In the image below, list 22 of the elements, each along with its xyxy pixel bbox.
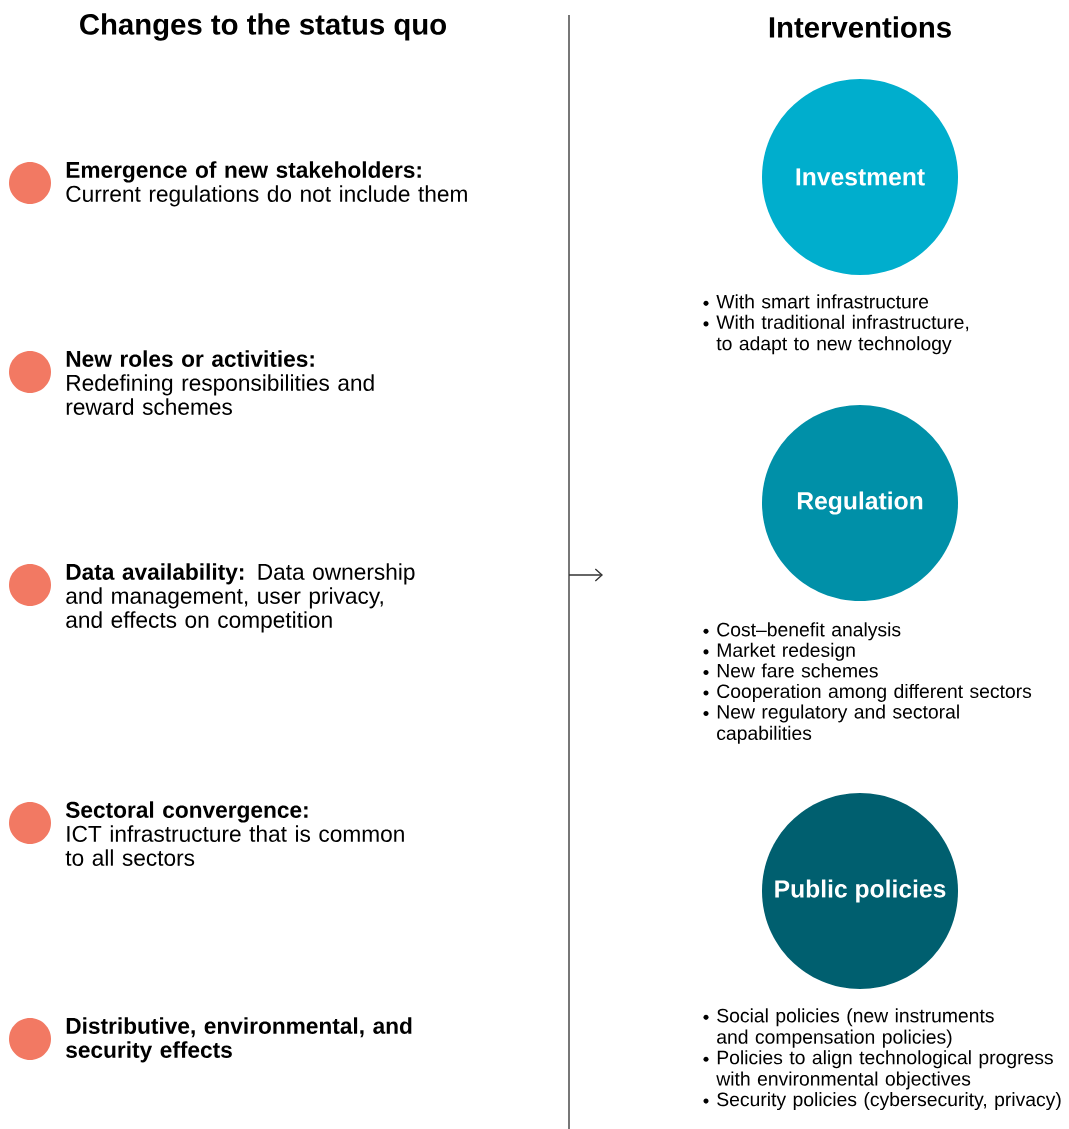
- column-heading: Changes to the status quo: [80, 13, 446, 41]
- bullet-dot: [9, 802, 51, 844]
- bullet-item: With smart infrastructure: [716, 294, 929, 309]
- item-text: Sectoral convergence: ICT infrastructure that is common to all sectors: [65, 801, 404, 866]
- bullet-item: Social policies (new instruments and compensation policies): [717, 1008, 994, 1048]
- bullet-item: Cooperation among different sectors: [717, 683, 1032, 702]
- bullet-item: New fare schemes: [717, 663, 878, 678]
- bullet-dot: [9, 351, 51, 393]
- bullet-item: Policies to align technological progress with environmental objectives: [716, 1050, 1053, 1090]
- column-heading: Interventions: [769, 16, 951, 38]
- item-text: Emergence of new stakeholders: Current regulations do not include them: [66, 161, 467, 207]
- bullet-item: Security policies (cybersecurity, privacy): [717, 1092, 1061, 1111]
- bullet-dot: [9, 1018, 51, 1060]
- bullet-item: New regulatory and sectoral capabilities: [717, 704, 959, 744]
- bullet-item: With traditional infrastructure, to adapt to new technology: [716, 314, 969, 355]
- item-text: New roles or activities: Redefining responsibilities and reward schemes: [66, 350, 374, 415]
- item-text: Distributive, environmental, and security effects: [66, 1017, 412, 1063]
- bullet-dot: [9, 162, 51, 204]
- bullet-dot: [9, 564, 51, 606]
- bullet-item: Cost–benefit analysis: [717, 622, 901, 641]
- item-text: Data availability: Data ownership and management, user privacy, and effects on competition: [66, 563, 415, 633]
- bullet-item: Market redesign: [717, 642, 855, 661]
